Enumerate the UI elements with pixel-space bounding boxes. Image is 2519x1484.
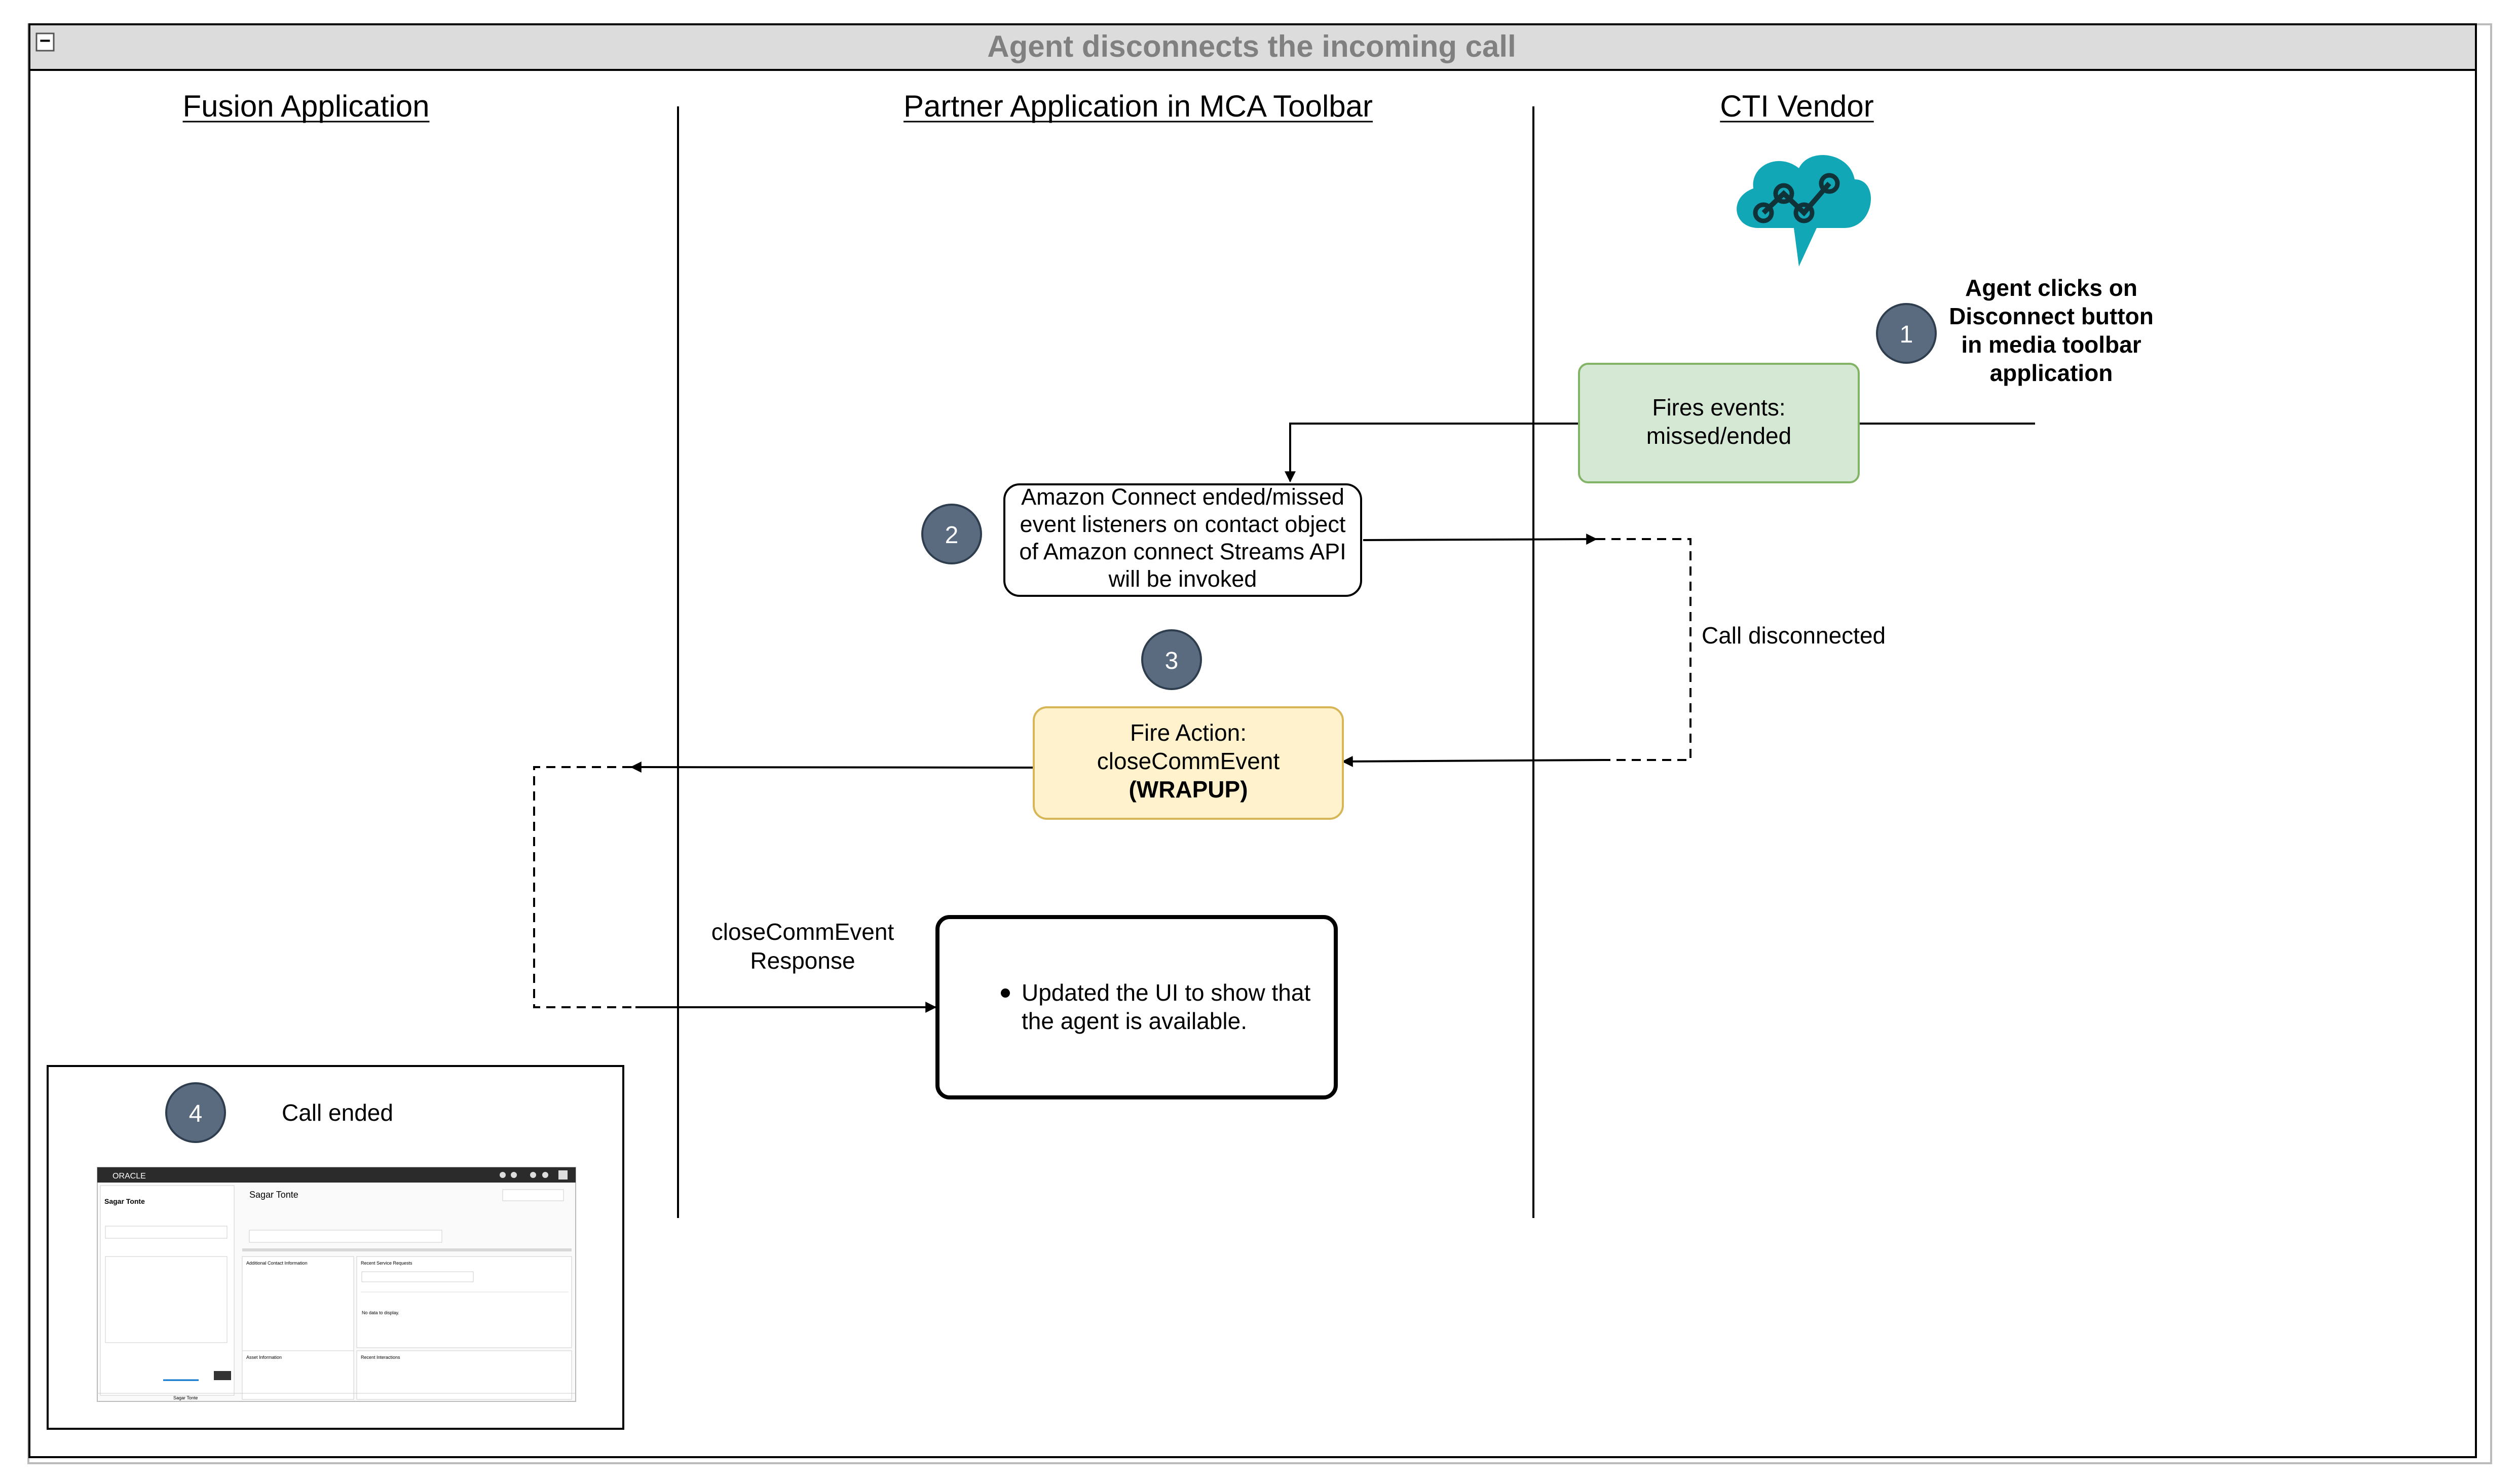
svg-text:in media toolbar: in media toolbar xyxy=(1961,331,2141,358)
svg-text:will be invoked: will be invoked xyxy=(1108,566,1257,592)
svg-text:Asset Information: Asset Information xyxy=(246,1355,282,1360)
bullet xyxy=(1001,988,1010,998)
svg-text:1: 1 xyxy=(1900,321,1913,348)
diagram-title: Agent disconnects the incoming call xyxy=(987,29,1516,63)
svg-text:Updated the UI to show that: Updated the UI to show that xyxy=(1022,979,1310,1006)
arrow-to-fire-action xyxy=(1341,755,1605,767)
svg-text:missed/ended: missed/ended xyxy=(1646,423,1791,449)
svg-text:Response: Response xyxy=(750,947,855,974)
svg-text:4: 4 xyxy=(189,1100,203,1127)
collapse-button[interactable]: − xyxy=(35,30,55,52)
arrow-listeners-to-call-disconnected xyxy=(1363,534,1598,545)
close-comm-event-response-label: closeCommEvent Response xyxy=(711,919,894,974)
step-1-caption: Agent clicks on Disconnect button in med… xyxy=(1949,275,2154,386)
svg-text:Additional Contact Information: Additional Contact Information xyxy=(246,1261,308,1266)
updated-ui-box: Updated the UI to show that the agent is… xyxy=(935,915,1338,1099)
svg-text:of Amazon connect Streams API: of Amazon connect Streams API xyxy=(1019,539,1346,564)
connectors xyxy=(533,423,2035,1013)
svg-text:2: 2 xyxy=(945,522,959,549)
svg-text:Fires events:: Fires events: xyxy=(1652,394,1785,421)
svg-text:Disconnect button: Disconnect button xyxy=(1949,303,2154,329)
swimlane-container: − Agent disconnects the incoming call xyxy=(28,23,2477,1458)
svg-text:application: application xyxy=(1990,360,2113,386)
step-3-marker: 3 xyxy=(1141,629,1202,690)
lane-header-cti-vendor: CTI Vendor xyxy=(1720,89,1874,123)
svg-text:the agent is available.: the agent is available. xyxy=(1022,1008,1247,1034)
svg-text:event listeners on contact obj: event listeners on contact object xyxy=(1020,511,1346,537)
app-header-bar xyxy=(97,1167,576,1183)
fire-action-box: Fire Action: closeCommEvent (WRAPUP) xyxy=(1033,706,1344,820)
svg-text:Recent Interactions: Recent Interactions xyxy=(361,1355,400,1360)
svg-text:No data to display.: No data to display. xyxy=(362,1310,399,1315)
svg-text:Partner Application in MCA Too: Partner Application in MCA Toolbar xyxy=(904,89,1373,123)
svg-text:Sagar Tonte: Sagar Tonte xyxy=(173,1395,198,1400)
step-1-marker: 1 xyxy=(1876,303,1937,364)
step-2-marker: 2 xyxy=(921,504,982,564)
dashed-fusion-response xyxy=(533,766,635,1008)
arrow-fires-events-to-listeners xyxy=(1285,423,1579,483)
call-ended-caption: Call ended xyxy=(282,1099,393,1126)
svg-text:CTI Vendor: CTI Vendor xyxy=(1720,89,1874,123)
svg-text:Fusion Application: Fusion Application xyxy=(183,89,430,123)
svg-text:Sagar Tonte: Sagar Tonte xyxy=(249,1190,298,1200)
arrow-fire-action-to-fusion xyxy=(630,762,1034,773)
svg-text:Fire Action:: Fire Action: xyxy=(1130,719,1247,746)
event-listeners-box: Amazon Connect ended/missed event listen… xyxy=(1003,483,1362,597)
svg-text:(WRAPUP): (WRAPUP) xyxy=(1129,776,1248,803)
call-ended-panel: 4 Call ended ORACLE Sagar Tonte Sagar To… xyxy=(47,1065,624,1430)
cloud-network-icon xyxy=(1737,155,1871,267)
fires-events-box: Fires events: missed/ended xyxy=(1578,363,1860,483)
svg-text:closeCommEvent: closeCommEvent xyxy=(1097,748,1280,774)
svg-text:Agent clicks on: Agent clicks on xyxy=(1965,275,2137,301)
brand-text: ORACLE xyxy=(112,1172,146,1181)
fusion-app-screenshot: ORACLE Sagar Tonte Sagar Tonte Additiona… xyxy=(97,1167,576,1402)
svg-text:Recent Service Requests: Recent Service Requests xyxy=(361,1261,412,1266)
collapse-symbol: − xyxy=(40,30,51,52)
title-bar xyxy=(28,23,2477,71)
lane-header-fusion-application: Fusion Application xyxy=(182,89,430,123)
dashed-call-disconnected xyxy=(1596,538,1691,761)
call-disconnected-label: Call disconnected xyxy=(1702,622,1886,649)
lane-header-partner-application: Partner Application in MCA Toolbar xyxy=(903,89,1373,123)
svg-text:Amazon Connect ended/missed: Amazon Connect ended/missed xyxy=(1021,484,1344,510)
svg-text:3: 3 xyxy=(1165,648,1179,674)
svg-text:Sagar Tonte: Sagar Tonte xyxy=(104,1197,145,1205)
step-4-marker: 4 xyxy=(165,1082,226,1143)
svg-text:closeCommEvent: closeCommEvent xyxy=(711,919,894,945)
